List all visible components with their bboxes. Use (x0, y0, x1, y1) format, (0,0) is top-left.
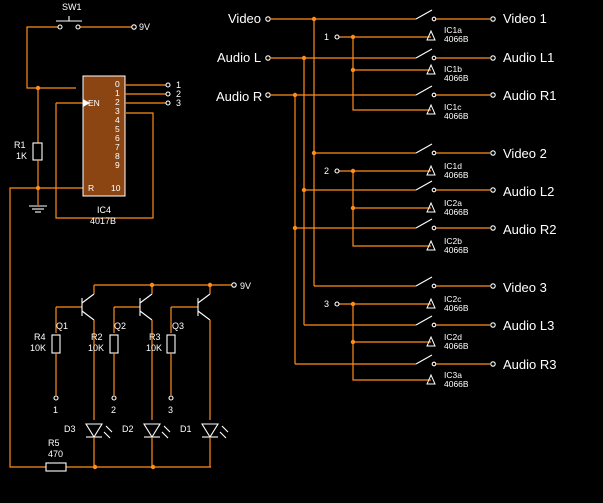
ic4-pin: 6 (115, 133, 120, 143)
ic4-pin: 5 (115, 124, 120, 134)
r4-name: R4 (34, 332, 46, 342)
ic-label: IC2c (444, 294, 462, 304)
resistor-r1 (32, 142, 43, 161)
counter-output-label: 3 (176, 98, 181, 108)
switch-row: Video 1 IC1a 4066B (415, 9, 547, 44)
ic4-pin: 1 (115, 88, 120, 98)
r3-value: 10K (146, 343, 162, 353)
ic-part: 4066B (444, 207, 469, 217)
output-label: Audio R1 (503, 88, 556, 103)
ic-label: IC3a (444, 370, 462, 380)
resistor-r4 (51, 334, 61, 354)
ic-label: IC2d (444, 332, 462, 342)
output-label: Video 3 (503, 280, 547, 295)
ic-part: 4066B (444, 379, 469, 389)
output-label: Audio R2 (503, 222, 556, 237)
ic-part: 4066B (444, 341, 469, 351)
output-label: Audio L2 (503, 184, 554, 199)
switch-row: Audio R2 IC2b 4066B (415, 218, 556, 255)
ic4-pin: 10 (111, 183, 121, 193)
ic-label: IC2a (444, 198, 462, 208)
channel-2-number: 2 (324, 166, 329, 176)
driver-3: Q3 R3 10K 3 D1 (146, 285, 229, 467)
resistor-r3 (166, 334, 176, 354)
ic-label: IC2b (444, 236, 462, 246)
ic-label: IC1a (444, 25, 462, 35)
driver-section: 9V R5 470 Q1 R4 10 (30, 281, 251, 472)
ic4-pin: 8 (115, 151, 120, 161)
ic4-pin: 2 (115, 97, 120, 107)
output-label: Video 2 (503, 146, 547, 161)
switch-row: Video 3 IC2c 4066B (415, 276, 547, 313)
ic4-en: EN (88, 98, 100, 108)
ic4-chip (82, 75, 126, 197)
r2-value: 10K (88, 343, 104, 353)
output-label: Audio L1 (503, 50, 554, 65)
ic4-pin: 7 (115, 142, 120, 152)
ic-label: IC1b (444, 64, 462, 74)
resistor-r2 (109, 334, 119, 354)
switch-row: Audio L3 IC2d 4066B (415, 315, 554, 351)
supply-label-bottom: 9V (240, 281, 251, 291)
driver-2: Q2 R2 10K 2 D2 (88, 285, 171, 467)
ic-part: 4066B (444, 34, 469, 44)
switch-matrix: Video Audio L Audio R (216, 9, 556, 389)
driver-1: Q1 R4 10K 1 D3 (30, 285, 113, 467)
switch-row: Audio R1 IC1c 4066B (415, 85, 556, 121)
ic-label: IC1d (444, 161, 462, 171)
d2-label: D2 (122, 424, 134, 434)
switch-row: Audio R3 IC3a 4066B (415, 354, 556, 389)
input-video: Video (228, 11, 261, 26)
switch-row: Video 2 IC1d 4066B (415, 143, 547, 180)
driver-1-input: 1 (53, 405, 58, 415)
output-label: Audio R3 (503, 357, 556, 372)
sw1-label: SW1 (62, 2, 82, 12)
channel-1-number: 1 (324, 32, 329, 42)
ic-part: 4066B (444, 245, 469, 255)
ic4-pin: 9 (115, 160, 120, 170)
ic4-pin: 0 (115, 79, 120, 89)
counter-section: SW1 9V R1 1K EN R 0 1 2 3 (9, 2, 181, 468)
switch-sw1 (56, 16, 82, 30)
ic4-pin: 4 (115, 115, 120, 125)
ground-symbol (29, 205, 47, 213)
supply-label-top: 9V (139, 22, 150, 32)
counter-output-label: 1 (176, 80, 181, 90)
r3-name: R3 (149, 332, 161, 342)
ic4-pin: 3 (115, 106, 120, 116)
q1-label: Q1 (56, 321, 68, 331)
q2-label: Q2 (114, 321, 126, 331)
r5-name: R5 (48, 438, 60, 448)
driver-2-input: 2 (111, 405, 116, 415)
r2-name: R2 (91, 332, 103, 342)
ic4-r: R (88, 183, 94, 193)
input-audio-l: Audio L (217, 50, 261, 65)
d1-label: D1 (180, 424, 192, 434)
ic4-part: 4017B (90, 216, 116, 226)
q3-label: Q3 (172, 321, 184, 331)
counter-output-label: 2 (176, 89, 181, 99)
switch-row: Audio L1 IC1b 4066B (415, 48, 554, 83)
r4-value: 10K (30, 343, 46, 353)
ic-part: 4066B (444, 170, 469, 180)
r1-value: 1K (16, 151, 27, 161)
input-audio-r: Audio R (216, 89, 262, 104)
r5-value: 470 (48, 449, 63, 459)
resistor-r5 (45, 462, 67, 472)
d3-label: D3 (64, 424, 76, 434)
ic-part: 4066B (444, 303, 469, 313)
ic-part: 4066B (444, 111, 469, 121)
driver-3-input: 3 (168, 405, 173, 415)
ic4-name: IC4 (97, 205, 111, 215)
output-label: Audio L3 (503, 318, 554, 333)
output-label: Video 1 (503, 11, 547, 26)
switch-row: Audio L2 IC2a 4066B (415, 180, 554, 217)
ic-part: 4066B (444, 73, 469, 83)
ic-label: IC1c (444, 102, 462, 112)
ic4-pins: 0 1 2 3 4 5 6 7 8 9 10 (111, 79, 121, 193)
channel-3-number: 3 (324, 299, 329, 309)
r1-name: R1 (14, 140, 26, 150)
